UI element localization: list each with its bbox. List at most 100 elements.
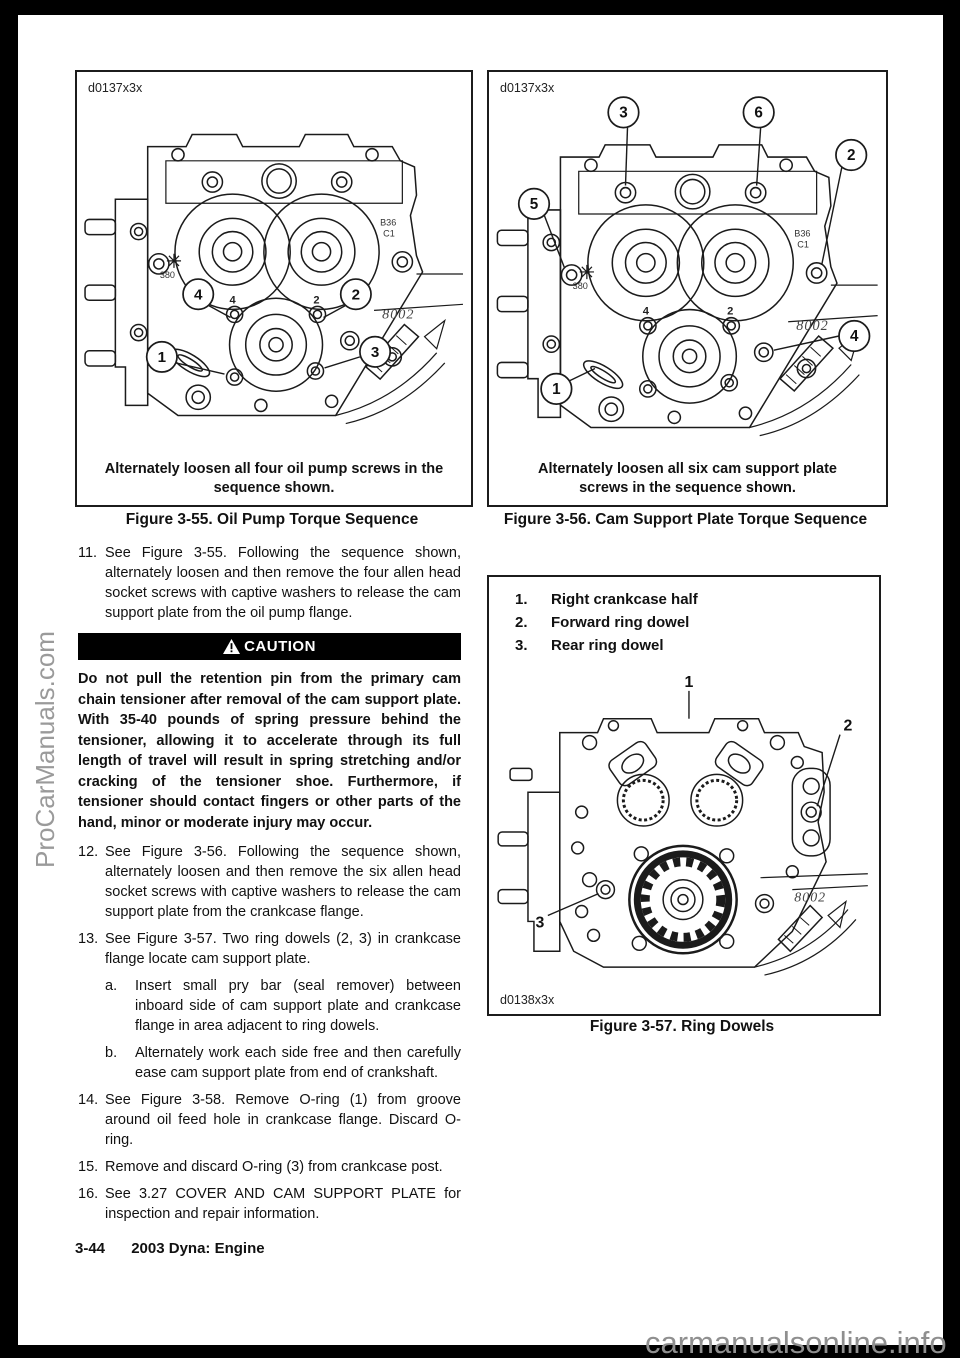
scan-border-left (0, 0, 18, 1358)
figure-356-drawing: 4 2 8002 B36 C1 380 3 6 5 2 4 1 (496, 96, 879, 437)
substep-text: Alternately work each side free and then… (135, 1045, 461, 1081)
step-13: 13. See Figure 3-57. Two ring dowels (2,… (78, 929, 461, 969)
figure-357-box: 1. Right crankcase half 2. Forward ring … (487, 575, 881, 1016)
scan-border-top (0, 0, 960, 15)
callout-balloon-1: 1 (540, 372, 573, 405)
substep-letter: a. (105, 978, 118, 994)
callout-balloon-1: 1 (145, 340, 178, 373)
callout-balloon-2: 2 (339, 278, 372, 311)
step-text: See Figure 3-57. Two ring dowels (2, 3) … (105, 931, 461, 967)
legend-number: 2. (515, 614, 528, 631)
step-text: See Figure 3-58. Remove O-ring (1) from … (105, 1092, 461, 1148)
svg-text:1: 1 (552, 381, 561, 398)
svg-text:3: 3 (619, 104, 627, 121)
svg-text:C1: C1 (383, 229, 395, 239)
figure-356-caption: Figure 3-56. Cam Support Plate Torque Se… (503, 511, 868, 528)
step-number: 14. (78, 1092, 99, 1108)
substep-text: Insert small pry bar (seal remover) betw… (135, 978, 461, 1034)
svg-text:B36: B36 (380, 217, 396, 227)
figure-356-callouts: 3 6 5 2 4 1 (517, 96, 871, 405)
callout-balloon-4: 4 (182, 278, 215, 311)
svg-text:4: 4 (643, 306, 650, 318)
step-13b: b. Alternately work each side free and t… (105, 1043, 461, 1083)
step-16: 16. See 3.27 COVER AND CAM SUPPORT PLATE… (78, 1184, 461, 1224)
figure-357-legend: 1. Right crankcase half 2. Forward ring … (489, 589, 879, 658)
svg-text:8002: 8002 (794, 891, 826, 906)
step-text: Remove and discard O-ring (3) from crank… (105, 1159, 443, 1175)
svg-text:4: 4 (850, 328, 859, 345)
watermark-left: ProCarManuals.com (30, 631, 60, 868)
watermark-bottom: carmanualsonline.info (645, 1325, 947, 1358)
svg-text:2: 2 (352, 286, 360, 303)
scan-border-right (943, 0, 960, 1358)
svg-text:8002: 8002 (382, 306, 414, 322)
substep-letter: b. (105, 1045, 118, 1061)
legend-item-2: 2. Forward ring dowel (515, 612, 879, 634)
figure-355-caption: Figure 3-55. Oil Pump Torque Sequence (125, 511, 419, 528)
step-number: 11. (78, 545, 98, 561)
caution-text: Do not pull the retention pin from the p… (78, 671, 461, 831)
svg-text:8002: 8002 (796, 318, 829, 334)
svg-text:1: 1 (158, 349, 166, 366)
svg-text:4: 4 (194, 286, 203, 303)
callout-balloon-4: 4 (838, 319, 871, 353)
callout-balloon-2: 2 (835, 138, 868, 172)
legend-label: Right crankcase half (551, 591, 698, 608)
step-14: 14. See Figure 3-58. Remove O-ring (1) f… (78, 1090, 461, 1150)
svg-text:2: 2 (847, 147, 855, 164)
svg-text:C1: C1 (797, 240, 809, 250)
step-13a: a. Insert small pry bar (seal remover) b… (105, 976, 461, 1036)
svg-text:2: 2 (727, 306, 733, 318)
footer-page-number: 3-44 (75, 1240, 106, 1257)
svg-text:B36: B36 (794, 228, 810, 238)
figure-357-part-labels: 8002 (794, 891, 826, 906)
caution-label: CAUTION (244, 637, 316, 655)
svg-text:2: 2 (313, 294, 319, 306)
step-text: See Figure 3-56. Following the sequence … (105, 844, 461, 920)
callout-balloon-3: 3 (607, 96, 640, 129)
callout-number-1: 1 (685, 674, 694, 691)
figure-355-callouts: 4 2 1 3 (145, 278, 392, 375)
legend-label: Forward ring dowel (551, 614, 690, 631)
callout-balloon-5: 5 (517, 187, 551, 220)
svg-text:380: 380 (573, 281, 588, 291)
figure-356-drawing-code: d0137x3x (500, 81, 555, 95)
callout-number-2: 2 (844, 718, 853, 735)
step-number: 12. (78, 844, 99, 860)
step-12: 12. See Figure 3-56. Following the seque… (78, 842, 461, 922)
step-number: 13. (78, 931, 99, 947)
figure-355-box: d0137x3x 4 2 8002 B36 C1 380 4 2 1 3 Alt… (75, 70, 473, 507)
callout-balloon-3: 3 (359, 335, 392, 368)
callout-balloon-6: 6 (742, 96, 775, 129)
step-number: 15. (78, 1159, 99, 1175)
legend-item-3: 3. Rear ring dowel (515, 635, 879, 657)
caution-banner: CAUTION (78, 633, 461, 660)
figure-357-drawing-code: d0138x3x (500, 993, 555, 1007)
svg-text:5: 5 (530, 196, 539, 213)
legend-item-1: 1. Right crankcase half (515, 589, 879, 611)
scan-border-bottom (0, 1345, 960, 1358)
step-text: See 3.27 COVER AND CAM SUPPORT PLATE for… (105, 1186, 461, 1222)
figure-356-box: d0137x3x 4 2 8002 B36 C1 380 3 6 5 2 4 1 (487, 70, 888, 507)
figure-357-caption: Figure 3-57. Ring Dowels (589, 1018, 775, 1035)
figure-357-drawing: 8002 1 2 3 (497, 674, 868, 976)
step-number: 16. (78, 1186, 99, 1202)
procedure-steps: 11. See Figure 3-55. Following the seque… (78, 543, 461, 1231)
figure-357-callouts: 1 2 3 (535, 674, 852, 931)
figure-356-note: Alternately loosen all six cam support p… (538, 461, 837, 496)
legend-number: 3. (515, 637, 528, 654)
svg-text:380: 380 (160, 270, 175, 280)
warning-triangle-icon (223, 639, 241, 654)
footer-section-title: 2003 Dyna: Engine (131, 1240, 265, 1257)
step-text: See Figure 3-55. Following the sequence … (105, 545, 461, 621)
figure-355-part-labels: 4 2 8002 B36 C1 380 (160, 217, 414, 322)
page-footer: 3-44 2003 Dyna: Engine (75, 1240, 265, 1257)
figure-355-drawing: 4 2 8002 B36 C1 380 4 2 1 3 (84, 133, 464, 425)
step-15: 15. Remove and discard O-ring (3) from c… (78, 1157, 461, 1177)
step-11: 11. See Figure 3-55. Following the seque… (78, 543, 461, 623)
svg-text:4: 4 (229, 294, 236, 306)
figure-355-note: Alternately loosen all four oil pump scr… (104, 461, 444, 496)
legend-number: 1. (515, 591, 528, 608)
figure-356-part-labels: 4 2 8002 B36 C1 380 (573, 228, 829, 334)
